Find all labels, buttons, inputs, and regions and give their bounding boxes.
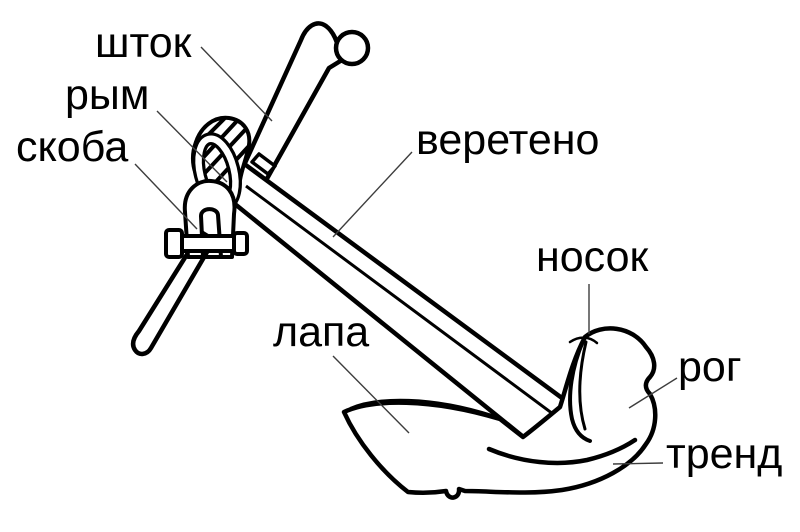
label-shtok: шток	[95, 19, 192, 67]
stock-key	[250, 152, 277, 176]
leader-rym	[156, 110, 228, 183]
label-vereteno: веретено	[416, 116, 600, 164]
label-rym: рым	[65, 71, 150, 119]
right-fluke-blade-line-2	[578, 340, 588, 431]
label-rog: рог	[678, 343, 742, 391]
stock-ball	[333, 29, 371, 67]
bill-tip-crease	[568, 336, 599, 345]
crown-arms-flukes	[341, 326, 658, 500]
stock-lower-rod	[130, 229, 217, 357]
leader-vereteno	[332, 151, 413, 238]
label-trend: тренд	[666, 430, 783, 478]
right-fluke-blade-line-1	[568, 339, 592, 443]
leader-rog	[628, 377, 678, 409]
left-fluke-edge-line	[349, 398, 493, 416]
leader-trend	[612, 462, 664, 465]
shank-facet-line	[245, 184, 585, 439]
crown-inner-line	[486, 437, 638, 466]
label-nosok: носок	[536, 233, 649, 281]
shackle-pin	[164, 228, 249, 259]
leader-shtok	[200, 46, 273, 122]
leader-skoba	[134, 163, 198, 230]
leader-lapa	[332, 355, 410, 434]
label-lapa: лапа	[273, 308, 370, 356]
label-skoba: скоба	[16, 123, 129, 171]
leader-lines	[134, 46, 678, 465]
